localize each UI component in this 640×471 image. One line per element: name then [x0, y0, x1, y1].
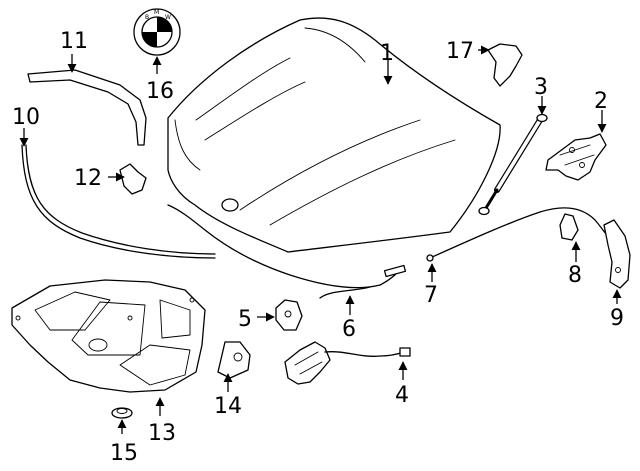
callout-10: 10 — [12, 105, 40, 130]
gas-strut — [478, 113, 548, 216]
callout-11: 11 — [60, 29, 88, 54]
bmw-emblem: B M W — [133, 8, 181, 56]
callout-15: 15 — [110, 441, 138, 466]
hood-latch-sensor — [487, 43, 523, 87]
callout-17: 17 — [446, 39, 474, 64]
emblem-letter-w: W — [165, 14, 171, 21]
callout-7: 7 — [424, 283, 438, 308]
sound-insulation-panel — [11, 279, 206, 393]
callout-6: 6 — [342, 317, 356, 342]
hood-lock — [284, 341, 411, 385]
callout-3: 3 — [534, 75, 548, 100]
callout-13: 13 — [148, 421, 176, 446]
hood-hinge — [545, 133, 607, 181]
callout-8: 8 — [568, 263, 582, 288]
lock-carrier — [217, 341, 251, 379]
release-cable-rear — [426, 207, 613, 262]
hood-seal — [21, 144, 216, 259]
callout-12: 12 — [74, 166, 102, 191]
hinge-support — [603, 219, 631, 289]
callout-4: 4 — [395, 383, 409, 408]
callout-9: 9 — [610, 306, 624, 331]
hood-moulding — [27, 69, 147, 146]
lock-bracket — [275, 299, 303, 331]
cable-clip — [559, 213, 579, 241]
callout-1: 1 — [380, 41, 394, 66]
callout-14: 14 — [214, 394, 242, 419]
callout-5: 5 — [238, 307, 252, 332]
seal-clip — [119, 163, 147, 195]
callout-2: 2 — [594, 89, 608, 114]
insulation-clip — [111, 407, 133, 419]
emblem-letter-m: M — [154, 9, 159, 16]
hood-panel — [167, 17, 501, 253]
release-cable-front — [167, 204, 407, 299]
callout-16: 16 — [146, 79, 174, 104]
emblem-letter-b: B — [145, 14, 149, 21]
